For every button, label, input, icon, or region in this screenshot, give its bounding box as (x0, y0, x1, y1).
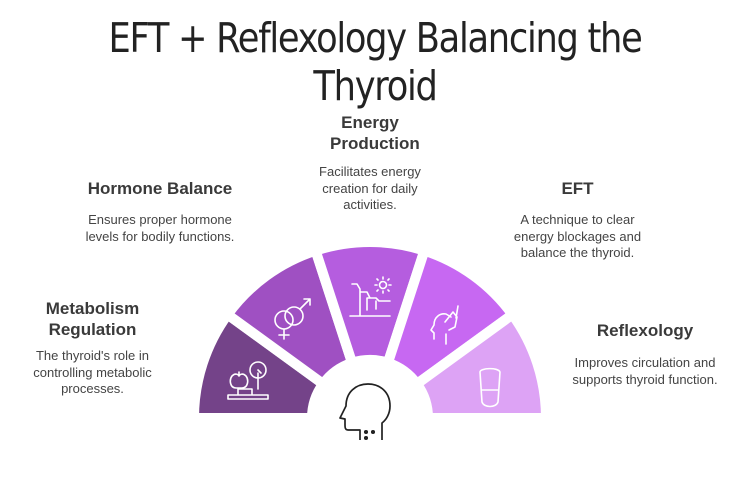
segment-hormone: Hormone Balance Ensures proper hormone l… (80, 178, 240, 245)
wedge-metabolism (188, 307, 331, 423)
segment-heading: Hormone Balance (87, 179, 233, 198)
segment-eft: EFT A technique to clear energy blockage… (505, 178, 650, 262)
foot-icon (479, 367, 501, 408)
segment-heading: Energy Production (330, 113, 420, 153)
segment-description: Ensures proper hormone levels for bodily… (85, 212, 235, 244)
segment-description: The thyroid's role in controlling metabo… (33, 348, 152, 396)
segment-heading: EFT (561, 179, 594, 198)
segment-description: Improves circulation and supports thyroi… (572, 355, 718, 387)
page-title: EFT + Reflexology Balancing the Thyroid (108, 14, 642, 110)
apple-scale-icon (227, 361, 269, 400)
segment-heading: Metabolism Regulation (45, 299, 140, 339)
segment-energy: Energy Production Facilitates energy cre… (300, 112, 440, 214)
head-tapping-icon (430, 305, 459, 345)
segment-reflexology: Reflexology Improves circulation and sup… (560, 320, 730, 388)
segment-metabolism: Metabolism Regulation The thyroid's role… (20, 298, 165, 398)
head-profile-icon (339, 383, 391, 441)
wedge-hormone (220, 244, 359, 391)
segment-heading: Reflexology (596, 321, 694, 340)
gender-symbols-icon (274, 298, 311, 340)
segment-description: Facilitates energy creation for daily ac… (319, 164, 421, 212)
cliff-sun-icon (349, 276, 392, 317)
segment-description: A technique to clear energy blockages an… (513, 212, 642, 260)
wedge-reflexology (409, 307, 552, 423)
